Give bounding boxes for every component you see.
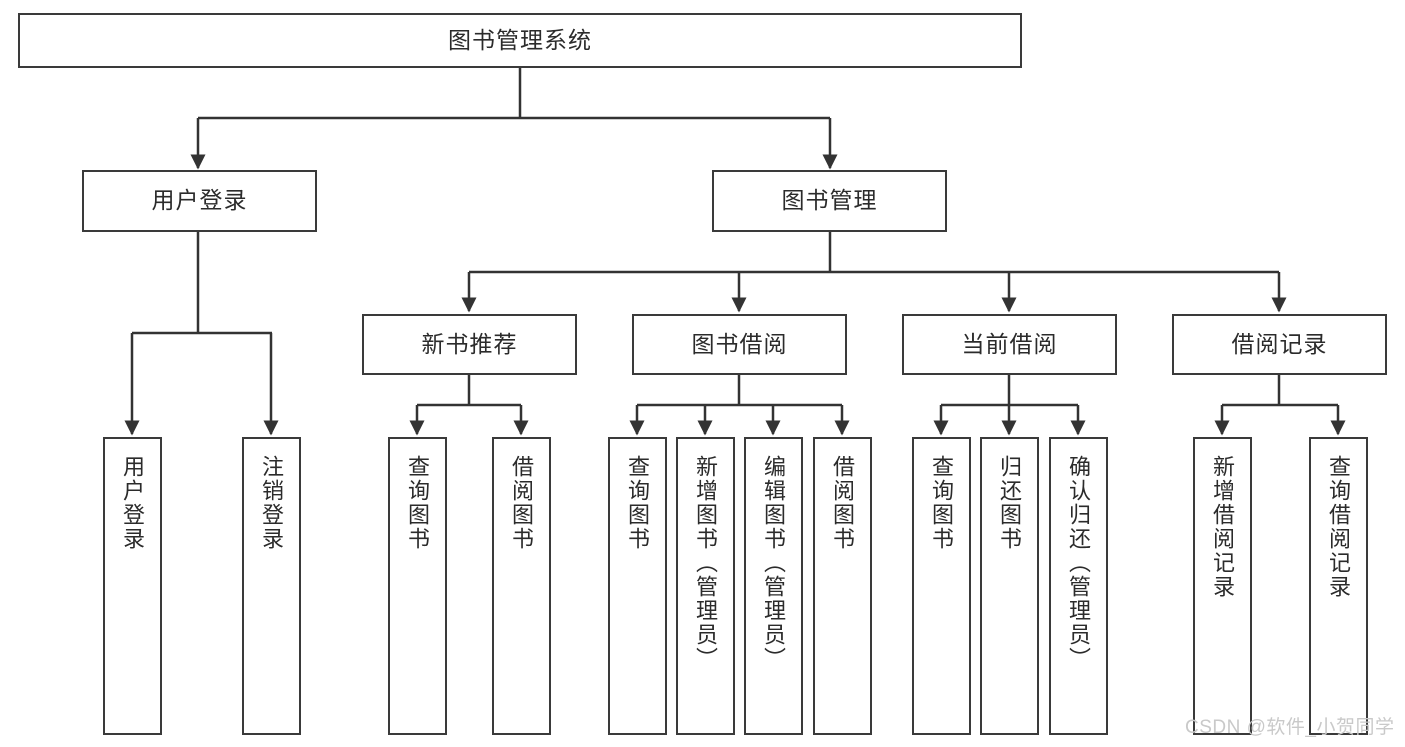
node-leaf-borrow-record-query[interactable]: 查询借阅记录	[1309, 437, 1368, 735]
node-leaf-label: 编辑图书（管理员）	[761, 455, 787, 671]
watermark: CSDN @软件_小贺同学	[1185, 717, 1395, 738]
node-leaf-label: 查询借阅记录	[1326, 455, 1352, 599]
node-leaf-new-book-query[interactable]: 查询图书	[388, 437, 447, 735]
node-current-borrow[interactable]: 当前借阅	[902, 314, 1117, 375]
node-leaf-label: 归还图书	[997, 455, 1023, 551]
node-leaf-user-login-logout[interactable]: 注销登录	[242, 437, 301, 735]
node-leaf-label: 新增借阅记录	[1210, 455, 1236, 599]
node-leaf-book-borrow-edit[interactable]: 编辑图书（管理员）	[744, 437, 803, 735]
node-leaf-book-borrow-borrow[interactable]: 借阅图书	[813, 437, 872, 735]
node-leaf-label: 借阅图书	[509, 455, 535, 551]
node-leaf-label: 查询图书	[929, 455, 955, 551]
node-user-login[interactable]: 用户登录	[82, 170, 317, 232]
node-leaf-current-borrow-confirm[interactable]: 确认归还（管理员）	[1049, 437, 1108, 735]
node-leaf-book-borrow-add[interactable]: 新增图书（管理员）	[676, 437, 735, 735]
node-new-book-recommend-label: 新书推荐	[421, 330, 518, 357]
node-leaf-label: 查询图书	[625, 455, 651, 551]
node-current-borrow-label: 当前借阅	[961, 330, 1058, 357]
node-leaf-current-borrow-return[interactable]: 归还图书	[980, 437, 1039, 735]
node-book-manage[interactable]: 图书管理	[712, 170, 947, 232]
node-leaf-current-borrow-query[interactable]: 查询图书	[912, 437, 971, 735]
node-borrow-record[interactable]: 借阅记录	[1172, 314, 1387, 375]
node-new-book-recommend[interactable]: 新书推荐	[362, 314, 577, 375]
node-user-login-label: 用户登录	[151, 187, 248, 214]
node-book-manage-label: 图书管理	[781, 187, 878, 214]
node-leaf-label: 借阅图书	[830, 455, 856, 551]
node-leaf-label: 用户登录	[120, 455, 146, 551]
node-leaf-new-book-borrow[interactable]: 借阅图书	[492, 437, 551, 735]
node-book-borrow[interactable]: 图书借阅	[632, 314, 847, 375]
node-leaf-label: 确认归还（管理员）	[1066, 455, 1092, 671]
node-book-borrow-label: 图书借阅	[691, 330, 788, 357]
node-leaf-label: 新增图书（管理员）	[693, 455, 719, 671]
node-root[interactable]: 图书管理系统	[18, 13, 1022, 68]
node-leaf-book-borrow-query[interactable]: 查询图书	[608, 437, 667, 735]
node-leaf-borrow-record-add[interactable]: 新增借阅记录	[1193, 437, 1252, 735]
node-root-label: 图书管理系统	[448, 26, 592, 53]
node-leaf-label: 查询图书	[405, 455, 431, 551]
node-borrow-record-label: 借阅记录	[1231, 330, 1328, 357]
node-leaf-label: 注销登录	[259, 455, 285, 551]
node-leaf-user-login-login[interactable]: 用户登录	[103, 437, 162, 735]
